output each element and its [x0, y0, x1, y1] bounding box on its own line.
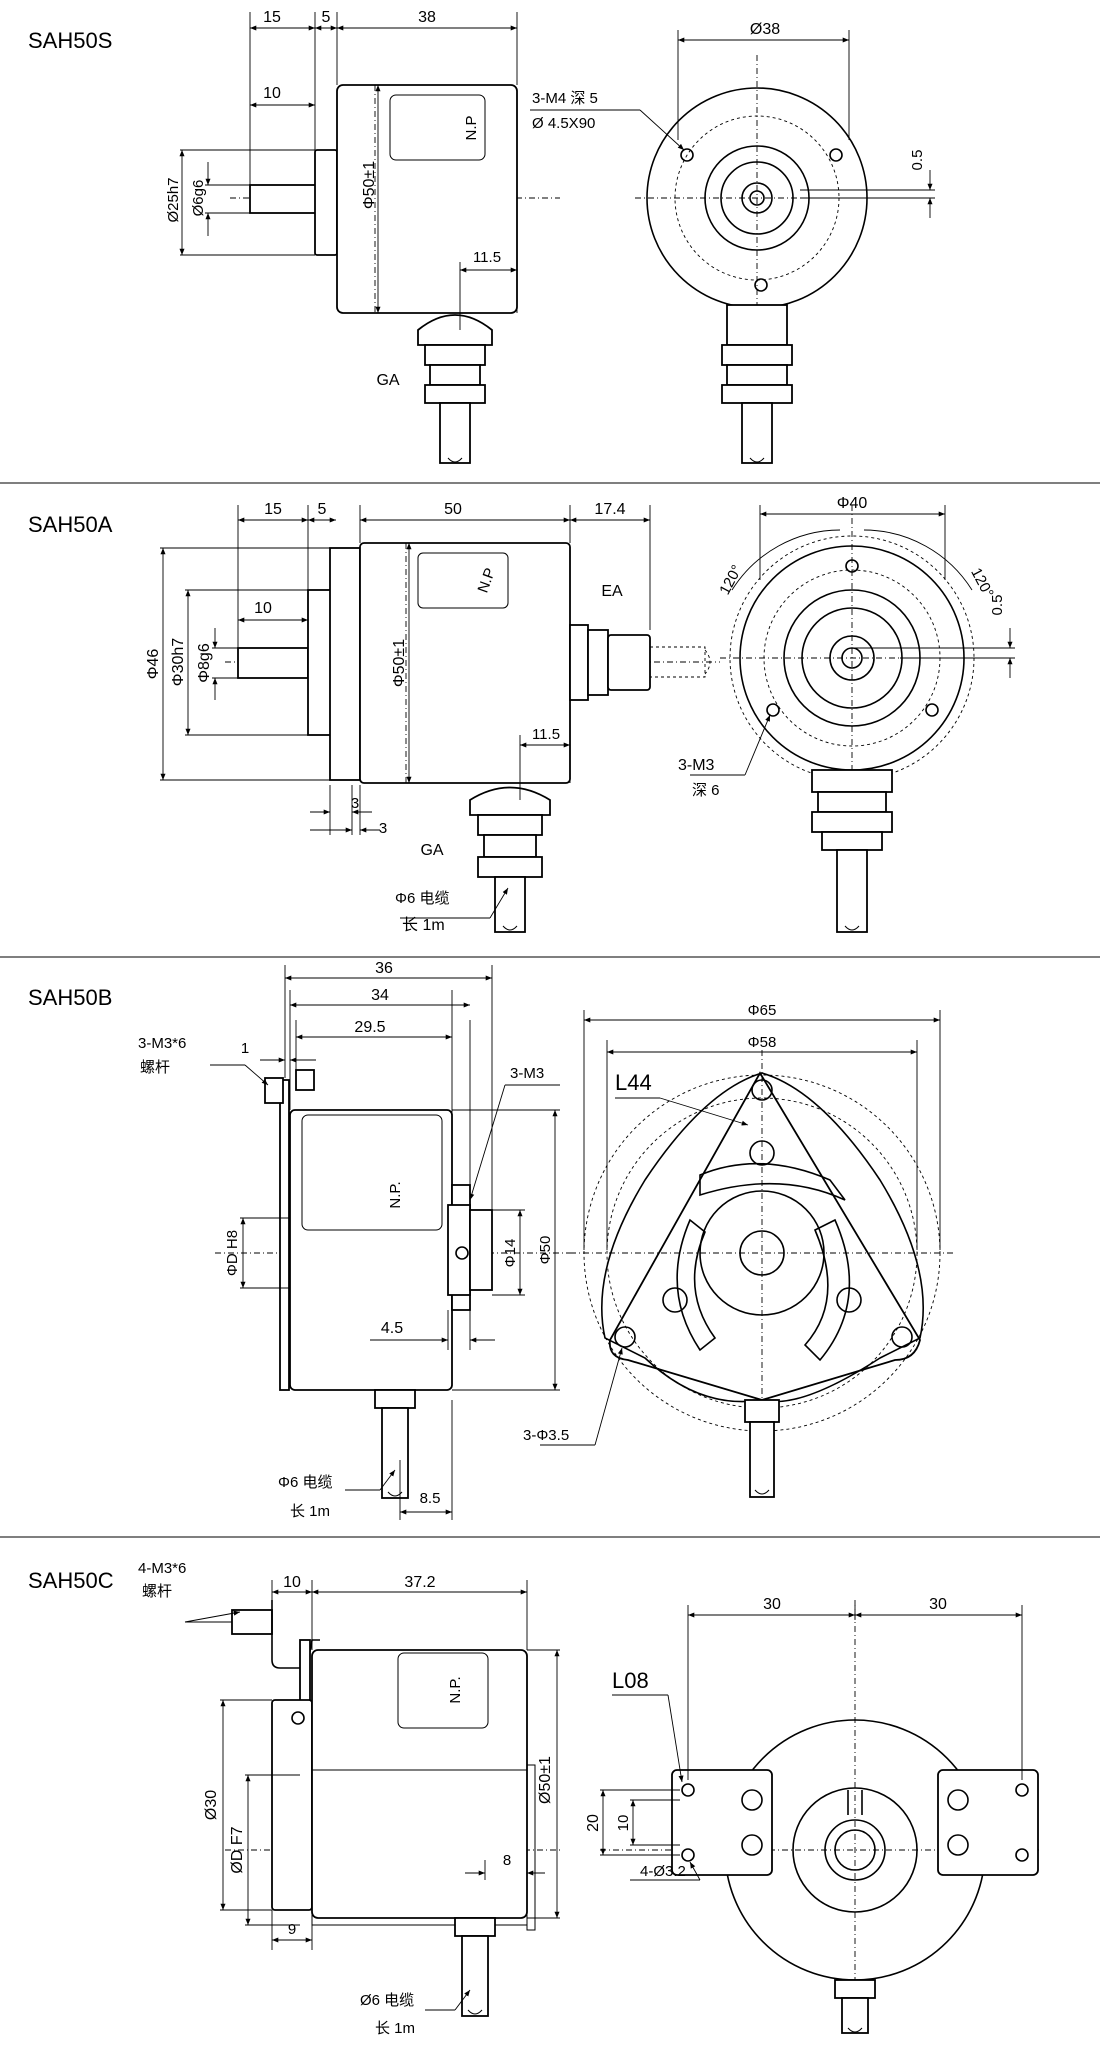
- sah50c-front-dim-30a: 30: [763, 1596, 781, 1613]
- sah50s-dim-11-5: 11.5: [473, 249, 501, 266]
- sah50a-m3-depth: 深 6: [692, 782, 720, 799]
- sah50b-dim-4-5: 4.5: [381, 1320, 403, 1337]
- sah50c-cable-length: 长 1m: [375, 2020, 415, 2037]
- sah50b-dim-1: 1: [241, 1040, 249, 1057]
- sah50c-dim-10: 10: [283, 1574, 301, 1591]
- sah50s-side-view: [179, 12, 560, 464]
- sah50b-front-dim-d65: Φ65: [748, 1002, 777, 1019]
- sah50a-dim-3b: 3: [379, 820, 387, 837]
- sah50b-dim-ddh8: ΦD H8: [224, 1230, 241, 1276]
- sah50c-dim-37-2: 37.2: [404, 1574, 435, 1591]
- sah50b-cable-length: 长 1m: [290, 1503, 330, 1520]
- sah50c-front-view: [600, 1600, 1040, 2034]
- sah50s-dim-15: 15: [263, 9, 281, 26]
- sah50b-l44-label: L44: [615, 1070, 652, 1095]
- sah50a-dim-d46: Φ46: [145, 649, 162, 680]
- sah50b-front-dim-d58: Φ58: [748, 1034, 777, 1051]
- sah50a-angle-120-left: 120°: [716, 562, 746, 597]
- sah50b-screw-label: 3-M3*6: [138, 1035, 186, 1052]
- sah50a-dim-11-5: 11.5: [532, 726, 560, 743]
- sah50b-dim-29-5: 29.5: [354, 1019, 385, 1036]
- sah50c-screw-label: 4-M3*6: [138, 1560, 186, 1577]
- sah50s-m4-label: 3-M4 深 5: [532, 90, 598, 107]
- sah50b-dim-34: 34: [371, 987, 389, 1004]
- sah50a-front-view: [690, 505, 1015, 933]
- sah50c-dim-d30: Ø30: [203, 1790, 220, 1820]
- sah50a-dim-50: 50: [444, 501, 462, 518]
- section-title-sah50a: SAH50A: [28, 512, 113, 537]
- sah50a-ea-label: EA: [601, 583, 623, 600]
- sah50s-np-label: N.P: [463, 115, 480, 140]
- sah50s-front-view: [530, 30, 935, 464]
- sah50b-np-label: N.P.: [387, 1181, 404, 1208]
- sah50b-holes-label: 3-Φ3.5: [523, 1427, 569, 1444]
- sah50c-dim-d50: Ø50±1: [537, 1756, 554, 1804]
- sah50a-ga-label: GA: [420, 842, 443, 859]
- sah50c-dim-8: 8: [503, 1852, 511, 1869]
- sah50c-side-view: [184, 1580, 560, 2017]
- sah50a-side-view: [160, 505, 720, 933]
- sah50a-cable-label: Φ6 电缆: [395, 890, 449, 907]
- sah50a-dim-3a: 3: [351, 795, 359, 812]
- sah50a-front-dim-d40: Φ40: [837, 495, 868, 512]
- sah50s-front-dim-d38: Ø38: [750, 21, 780, 38]
- sah50a-dim-d8g6: Φ8g6: [196, 643, 213, 683]
- sah50b-m3-label: 3-M3: [510, 1065, 544, 1082]
- sah50c-front-dim-30b: 30: [929, 1596, 947, 1613]
- sah50s-m4-depth-label: Ø 4.5X90: [532, 115, 595, 132]
- sah50c-screw-label-2: 螺杆: [142, 1583, 172, 1600]
- sah50c-l08-label: L08: [612, 1668, 649, 1693]
- sah50s-dim-d50: Φ50±1: [361, 161, 378, 209]
- sah50s-front-dim-0-5: 0.5: [909, 150, 926, 171]
- sah50b-screw-label-2: 螺杆: [140, 1059, 170, 1076]
- sah50b-dim-8-5: 8.5: [420, 1490, 441, 1507]
- sah50a-cable-length: 长 1m: [402, 916, 445, 934]
- sah50s-dim-d25h7: Ø25h7: [165, 177, 182, 222]
- sah50s-ga-label: GA: [376, 372, 399, 389]
- sah50s-dim-10: 10: [263, 85, 281, 102]
- sah50c-holes-label: 4-Ø3.2: [640, 1863, 686, 1880]
- section-title-sah50c: SAH50C: [28, 1568, 114, 1593]
- sah50c-dim-ddf7: ØD F7: [229, 1826, 246, 1873]
- sah50c-np-label: N.P.: [447, 1676, 464, 1703]
- sah50s-dim-38: 38: [418, 9, 436, 26]
- sah50b-cable-label: Φ6 电缆: [278, 1474, 332, 1491]
- sah50a-dim-5: 5: [318, 501, 327, 518]
- sah50s-dim-d6g6: Ø6g6: [190, 180, 207, 217]
- sah50c-front-dim-20: 20: [585, 1814, 602, 1832]
- section-title-sah50s: SAH50S: [28, 28, 112, 53]
- sah50a-front-dim-0-5: 0.5: [989, 595, 1006, 616]
- sah50c-cable-label: Ø6 电缆: [360, 1992, 414, 2009]
- sah50c-front-dim-10: 10: [615, 1815, 632, 1832]
- section-title-sah50b: SAH50B: [28, 985, 112, 1010]
- sah50a-m3-label: 3-M3: [678, 757, 715, 774]
- sah50a-dim-17-4: 17.4: [594, 501, 625, 518]
- sah50b-dim-d50: Φ50: [537, 1236, 554, 1265]
- sah50a-dim-d30h7: Φ30h7: [170, 638, 187, 686]
- sah50c-dim-9: 9: [288, 1921, 296, 1938]
- sah50b-front-view: [540, 1010, 955, 1498]
- sah50a-dim-d50: Φ50±1: [391, 639, 408, 687]
- sah50b-dim-36: 36: [375, 960, 393, 977]
- sah50b-side-view: [210, 965, 580, 1520]
- sah50s-dim-5: 5: [322, 9, 331, 26]
- sah50b-dim-d14: Φ14: [502, 1239, 519, 1268]
- sah50a-dim-10: 10: [254, 600, 272, 617]
- sah50a-dim-15: 15: [264, 501, 282, 518]
